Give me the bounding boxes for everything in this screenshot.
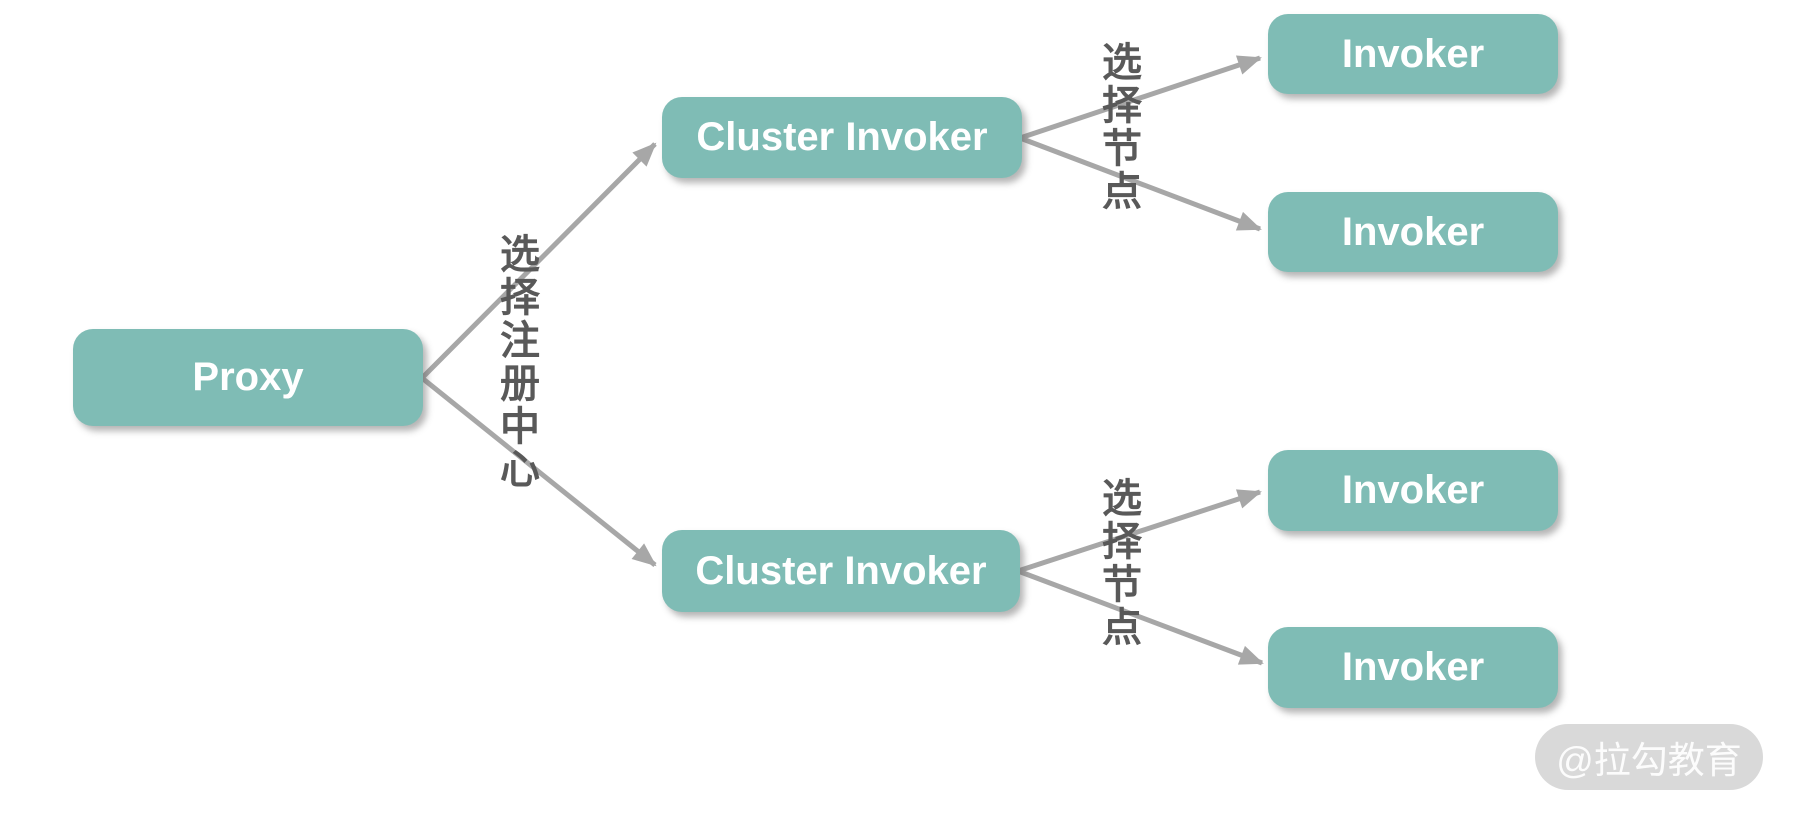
edge-cluster-bottom-to-invoker-1 (1017, 489, 1262, 574)
edge-cluster-bottom-to-invoker-2 (1017, 568, 1264, 666)
node-invoker-bottom-1: Invoker (1268, 450, 1558, 531)
edge-proxy-to-cluster-bottom (420, 376, 657, 567)
edge-label-select-node-top: 选择节点 (1102, 41, 1142, 214)
edge-cluster-top-to-invoker-1 (1019, 55, 1262, 141)
watermark-badge: @拉勾教育 (1535, 724, 1763, 790)
node-cluster-invoker-top: Cluster Invoker (662, 97, 1022, 178)
node-invoker-top-2: Invoker (1268, 192, 1558, 272)
edge-label-select-node-bottom: 选择节点 (1102, 477, 1142, 650)
edge-cluster-top-to-invoker-2 (1019, 135, 1262, 232)
edge-proxy-to-cluster-top (420, 142, 657, 380)
node-proxy: Proxy (73, 329, 423, 426)
node-invoker-top-1: Invoker (1268, 14, 1558, 94)
node-invoker-bottom-2: Invoker (1268, 627, 1558, 708)
node-cluster-invoker-bottom: Cluster Invoker (662, 530, 1020, 612)
edge-label-select-registry: 选择注册中心 (500, 233, 540, 492)
